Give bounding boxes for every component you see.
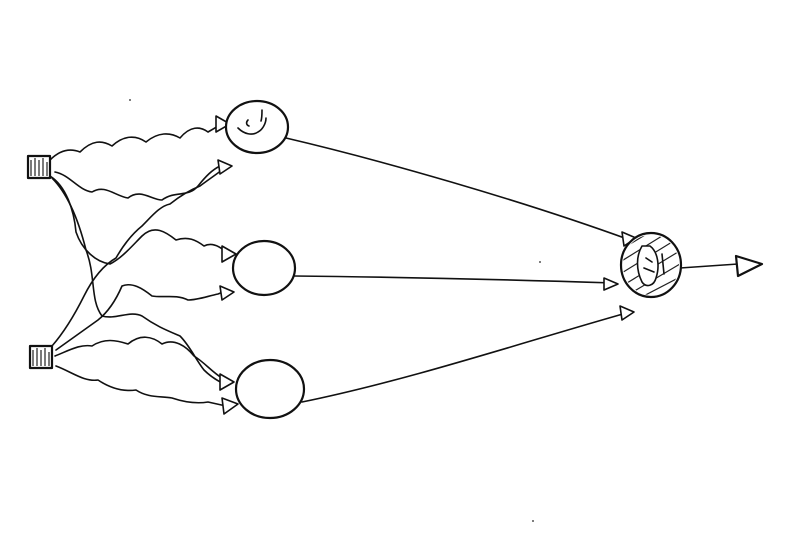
scan-speck — [532, 520, 534, 522]
input-node-2 — [28, 344, 54, 370]
wavy-connection-in1-h1 — [49, 124, 221, 161]
face-eye — [260, 109, 263, 122]
input-hatch-1 — [30, 158, 48, 176]
synapse-triangle — [219, 285, 235, 301]
input-hatch-2 — [32, 348, 50, 366]
wavy-connection-in2-h3b — [55, 365, 227, 407]
wavy-connection-in1-h1b — [54, 165, 221, 201]
scan-speck — [539, 261, 541, 263]
hidden-node-3 — [234, 358, 306, 420]
connection-h2-out — [293, 275, 615, 284]
synapse-triangle — [619, 305, 635, 321]
wavy-connection-in1-h3 — [51, 177, 225, 385]
wavy-connection-in2-h1 — [51, 169, 223, 347]
connection-h3-out — [301, 311, 631, 403]
synapse-markers — [215, 115, 637, 415]
connection-h1-out — [285, 137, 631, 241]
input-node-1 — [26, 154, 52, 180]
face-mouth — [237, 117, 267, 135]
face-nose — [245, 119, 250, 127]
output-inner-mark — [643, 253, 665, 275]
hidden-node-2 — [231, 239, 297, 297]
smooth-connections — [285, 137, 739, 403]
hidden-node-circle-3 — [234, 358, 306, 420]
synapse-triangle — [217, 159, 233, 175]
output-arrowhead — [734, 254, 764, 278]
synapse-triangle — [219, 373, 235, 391]
wavy-connection-in2-h3 — [54, 336, 223, 379]
wavy-connection-in1-h2 — [49, 175, 229, 265]
hidden-node-circle-2 — [231, 239, 297, 297]
wavy-connections-2 — [51, 169, 229, 407]
scan-speck — [129, 99, 131, 101]
wavy-connections — [49, 124, 229, 385]
wavy-connection-in2-h2 — [55, 283, 229, 351]
synapse-triangle — [221, 397, 239, 415]
output-inner-shape — [636, 245, 659, 287]
connection-out-arrow — [679, 263, 739, 269]
synapse-triangle — [215, 115, 231, 133]
hidden-node-1 — [224, 99, 290, 155]
hidden-node-circle-1 — [224, 99, 290, 155]
synapse-triangle — [221, 245, 237, 263]
output-node — [619, 231, 683, 299]
synapse-triangle — [603, 277, 619, 291]
